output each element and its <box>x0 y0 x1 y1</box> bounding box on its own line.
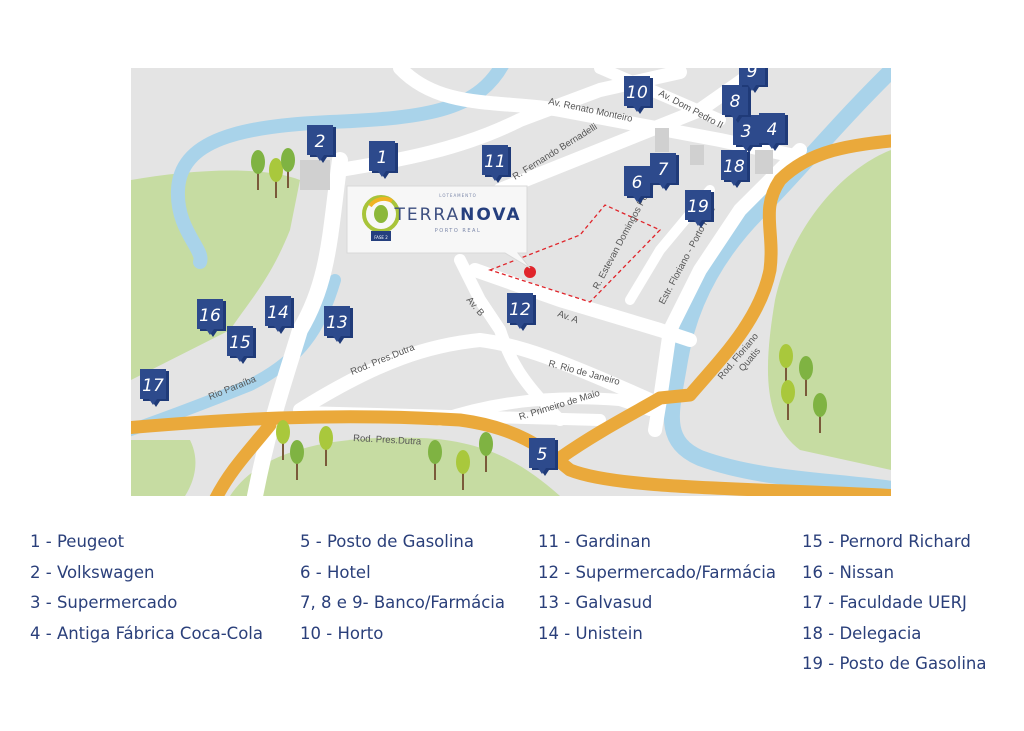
marker-7[interactable]: 7 <box>650 153 679 191</box>
terranova-callout[interactable]: FASE 2 LOTEAMENTO TERRANOVA PORTO REAL <box>346 185 531 269</box>
location-pin[interactable] <box>524 266 536 278</box>
marker-number: 2 <box>315 132 326 152</box>
legend-item: 5 - Posto de Gasolina <box>300 532 474 551</box>
marker-1[interactable]: 1 <box>369 141 398 179</box>
marker-number: 4 <box>767 120 778 140</box>
marker-number: 6 <box>632 173 643 193</box>
tree-icon <box>251 150 265 190</box>
logo-badge-text: FASE 2 <box>374 235 388 240</box>
marker-number: 16 <box>199 306 221 326</box>
marker-5[interactable]: 5 <box>529 438 558 476</box>
legend-item: 19 - Posto de Gasolina <box>802 654 987 673</box>
green-area-bottom-left <box>131 440 196 496</box>
marker-number: 7 <box>658 160 669 180</box>
marker-12[interactable]: 12 <box>507 293 536 331</box>
marker-16[interactable]: 16 <box>197 299 226 337</box>
legend-item: 13 - Galvasud <box>538 593 653 612</box>
legend-item: 14 - Unistein <box>538 623 643 643</box>
tree-icon <box>281 148 295 188</box>
marker-number: 14 <box>267 303 289 323</box>
legend-item: 3 - Supermercado <box>30 593 178 612</box>
marker-number: 10 <box>626 83 648 103</box>
legend-item: 7, 8 e 9- Banco/Farmácia <box>300 593 505 612</box>
marker-14[interactable]: 14 <box>265 296 294 334</box>
green-area-left <box>131 170 300 380</box>
tree-icon <box>799 356 813 396</box>
legend-item: 17 - Faculdade UERJ <box>802 593 967 612</box>
lot-boundary <box>488 204 662 303</box>
legend-column-4: 15 - Pernord Richard 16 - Nissan 17 - Facu… <box>802 530 987 683</box>
tree-icon <box>813 393 827 433</box>
legend-column-3: 11 - Gardinan 12 - Supermercado/Farmácia 1… <box>538 530 776 652</box>
green-area-right <box>767 150 891 470</box>
marker-number: 15 <box>229 333 251 353</box>
highway <box>131 134 891 496</box>
legend-item: 15 - Pernord Richard <box>802 532 971 551</box>
marker-number: 9 <box>747 62 758 82</box>
buildings <box>300 128 773 190</box>
legend-item: 18 - Delegacia <box>802 623 922 643</box>
legend-column-1: 1 - Peugeot 2 - Volkswagen 3 - Supermercad… <box>30 530 263 652</box>
marker-6[interactable]: 6 <box>624 166 653 204</box>
green-area-bottom <box>230 437 560 496</box>
markers: 1 2 3 4 5 6 7 8 9 10 11 12 13 14 15 16 1… <box>140 55 788 476</box>
trees <box>251 148 827 490</box>
marker-number: 12 <box>509 300 531 320</box>
marker-2[interactable]: 2 <box>307 125 336 163</box>
marker-19[interactable]: 19 <box>685 190 714 228</box>
marker-number: 19 <box>687 197 709 217</box>
marker-number: 13 <box>326 313 348 333</box>
marker-9[interactable]: 9 <box>739 55 768 93</box>
marker-17[interactable]: 17 <box>140 369 169 407</box>
legend-item: 1 - Peugeot <box>30 532 125 551</box>
marker-8[interactable]: 8 <box>722 85 751 123</box>
legend-item: 11 - Gardinan <box>538 532 651 551</box>
tree-icon <box>479 432 493 472</box>
marker-3[interactable]: 3 <box>733 115 762 153</box>
tree-icon <box>456 450 470 490</box>
leaf-badge-icon: FASE 2 <box>362 195 400 241</box>
tree-icon <box>290 440 304 480</box>
street-label: Rod. Pres.Dutra <box>353 433 422 448</box>
marker-number: 8 <box>730 92 741 112</box>
marker-number: 17 <box>142 376 164 396</box>
legend-item: 12 - Supermercado/Farmácia <box>538 562 776 582</box>
marker-number: 5 <box>537 445 548 465</box>
legend-item: 6 - Hotel <box>300 562 371 582</box>
legend-item: 2 - Volkswagen <box>30 562 155 582</box>
marker-11[interactable]: 11 <box>482 145 511 183</box>
logo-top-text: LOTEAMENTO <box>439 193 477 198</box>
marker-15[interactable]: 15 <box>227 326 256 364</box>
tree-icon <box>779 344 793 384</box>
marker-4[interactable]: 4 <box>759 113 788 151</box>
marker-13[interactable]: 13 <box>324 306 353 344</box>
legend-column-2: 5 - Posto de Gasolina 6 - Hotel 7, 8 e 9- … <box>300 530 505 652</box>
legend-item: 10 - Horto <box>300 623 384 643</box>
tree-icon <box>269 158 283 198</box>
logo-subtitle: PORTO REAL <box>435 228 481 234</box>
tree-icon <box>276 420 290 460</box>
tree-icon <box>781 380 795 420</box>
legend-item: 16 - Nissan <box>802 562 895 582</box>
tree-icon <box>428 440 442 480</box>
marker-18[interactable]: 18 <box>721 150 750 188</box>
tree-icon <box>319 426 333 466</box>
marker-10[interactable]: 10 <box>624 76 653 114</box>
roads <box>247 68 807 496</box>
marker-number: 18 <box>723 157 745 177</box>
marker-number: 11 <box>484 152 506 172</box>
marker-number: 3 <box>741 122 752 142</box>
marker-number: 1 <box>377 148 388 168</box>
logo-name: TERRANOVA <box>393 205 521 225</box>
legend-item: 4 - Antiga Fábrica Coca-Cola <box>30 623 263 643</box>
